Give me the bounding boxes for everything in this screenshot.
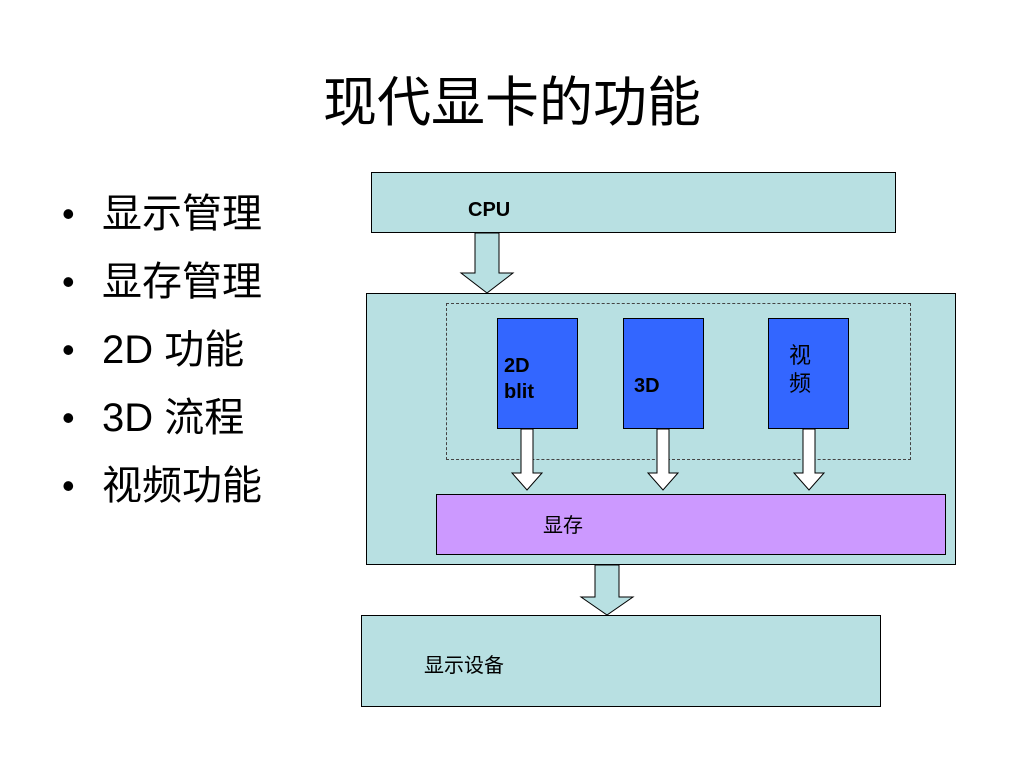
- bullet-item: •显存管理: [58, 254, 262, 322]
- bullet-dot-icon: •: [62, 329, 75, 370]
- bullet-item: •2D 功能: [58, 322, 262, 390]
- bullet-dot-icon: •: [62, 397, 75, 438]
- cpu-label: CPU: [468, 199, 511, 221]
- bullet-list: •显示管理 •显存管理 •2D 功能 •3D 流程 •视频功能: [58, 186, 262, 526]
- processing-units-group: [446, 303, 911, 460]
- bullet-dot-icon: •: [62, 465, 75, 506]
- bullet-item: •3D 流程: [58, 390, 262, 458]
- arrow-cpu-to-gpu-icon: [459, 232, 515, 294]
- unit-3d: 3D: [623, 318, 704, 429]
- unit-3d-label: 3D: [634, 375, 660, 397]
- arrow-2d-to-vram-icon: [510, 428, 544, 491]
- display-device-label: 显示设备: [424, 653, 504, 677]
- vram-box: 显存: [436, 494, 946, 555]
- bullet-item: •视频功能: [58, 458, 262, 526]
- vram-label: 显存: [543, 513, 583, 537]
- unit-video: 视 频: [768, 318, 849, 429]
- display-device-box: 显示设备: [361, 615, 881, 707]
- arrow-gpu-to-display-icon: [579, 564, 635, 616]
- arrow-3d-to-vram-icon: [646, 428, 680, 491]
- cpu-box: CPU: [371, 172, 896, 233]
- bullet-dot-icon: •: [62, 193, 75, 234]
- bullet-item: •显示管理: [58, 186, 262, 254]
- bullet-dot-icon: •: [62, 261, 75, 302]
- arrow-video-to-vram-icon: [792, 428, 826, 491]
- unit-2d-blit: 2D blit: [497, 318, 578, 429]
- slide-title: 现代显卡的功能: [323, 71, 701, 134]
- unit-2d-blit-label: 2D blit: [504, 355, 534, 403]
- unit-video-label: 视 频: [789, 344, 812, 397]
